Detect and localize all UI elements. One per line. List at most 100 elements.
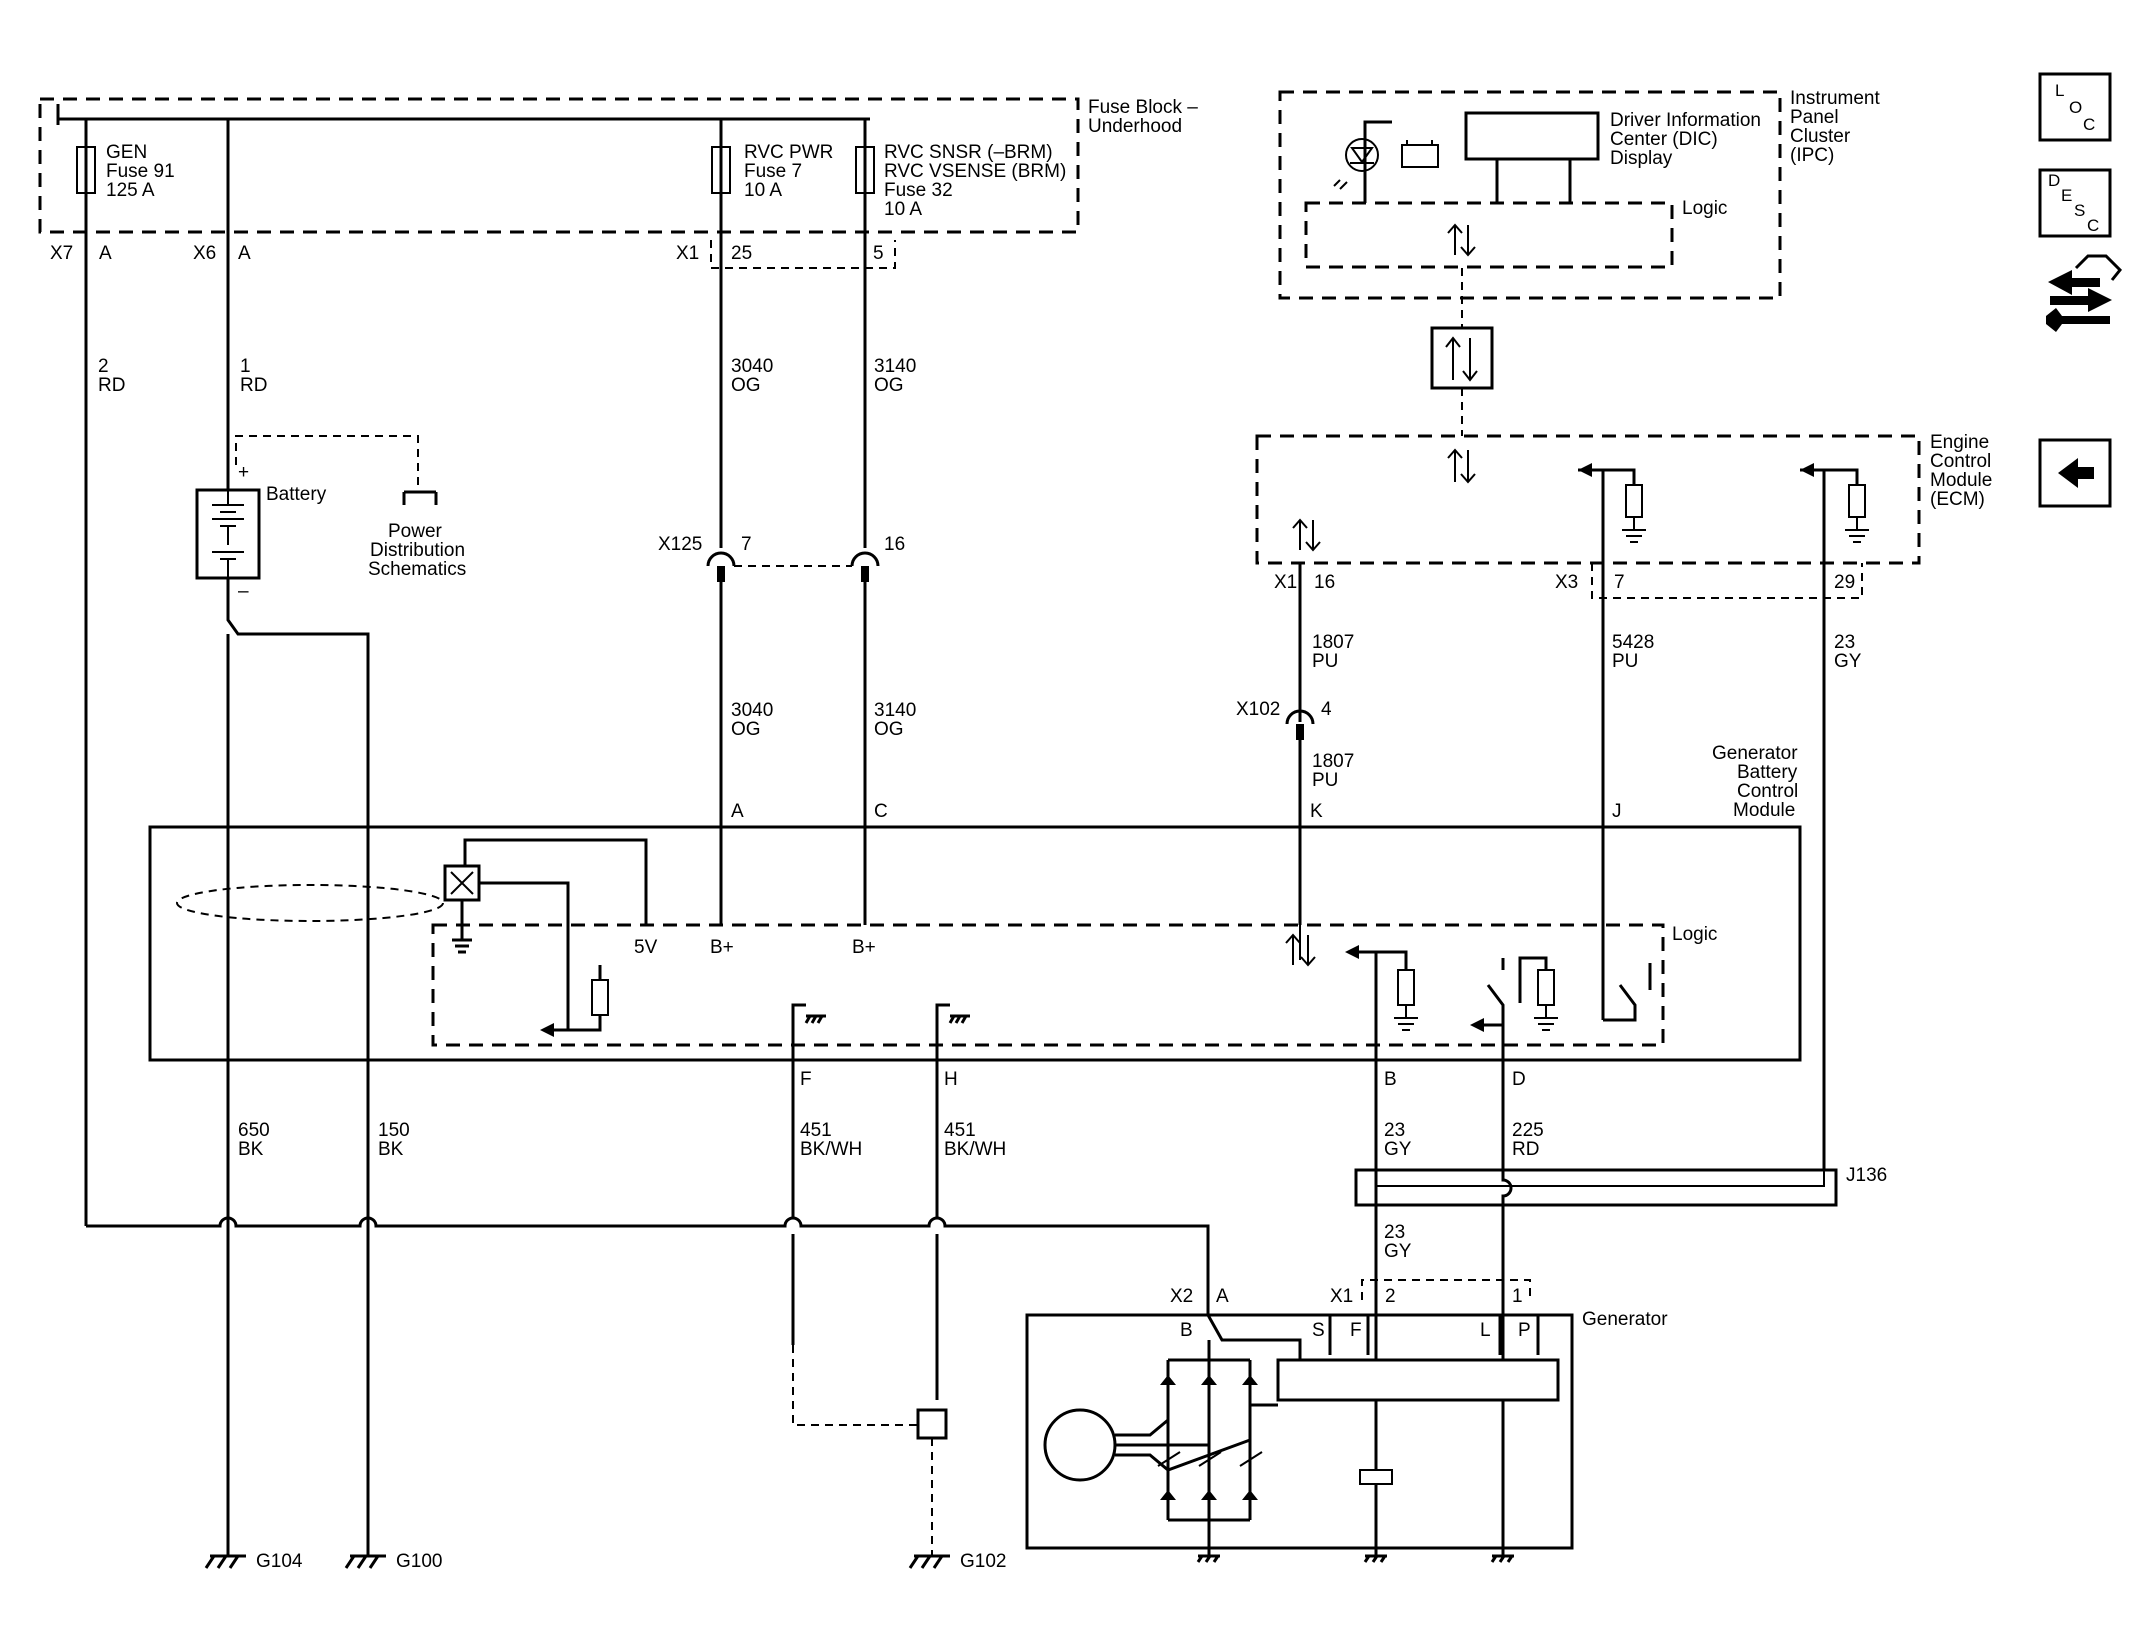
fuse-32-line-4: 10 A — [884, 199, 922, 220]
hand-icon — [2074, 254, 2123, 281]
x125-pin-7: 7 — [741, 534, 752, 555]
current-sensor-loop — [176, 884, 444, 922]
ipc-title-4: (IPC) — [1790, 145, 1834, 166]
wire-5428-color: PU — [1612, 651, 1638, 672]
fuse-32-line-3: Fuse 32 — [884, 180, 953, 201]
wire-451-h-color: BK/WH — [944, 1139, 1006, 1160]
battery-plus: + — [238, 462, 249, 483]
ecm-title-2: Control — [1930, 451, 1991, 472]
wire-451-f-num: 451 — [800, 1120, 832, 1141]
gen-term-l: L — [1480, 1320, 1491, 1341]
dic-label-3: Display — [1610, 148, 1673, 169]
fuse-7-line-2: Fuse 7 — [744, 161, 802, 182]
fuse-block: Fuse Block – Underhood GEN Fuse 91 125 A… — [38, 97, 1198, 269]
connector-view-button[interactable] — [2046, 254, 2123, 332]
field-coil-icon — [1359, 1469, 1393, 1485]
wrench-icon — [2046, 308, 2110, 332]
wire-3040-top-num: 3040 — [731, 356, 773, 377]
g104-label: G104 — [256, 1551, 303, 1572]
x125-pin-16: 16 — [884, 534, 905, 555]
fuse-block-title-1: Fuse Block – — [1088, 97, 1198, 118]
conn-x6-pin: A — [238, 243, 251, 264]
dic-label-1: Driver Information — [1610, 110, 1761, 131]
gen-x2-pin: A — [1216, 1286, 1229, 1307]
ipc-title-1: Instrument — [1790, 88, 1880, 109]
generator: Generator X2 A X1 2 1 B S F L P — [1025, 1286, 1668, 1555]
battery-label: Battery — [266, 484, 327, 505]
gen-term-b: B — [1180, 1320, 1193, 1341]
regulator-block — [1276, 1358, 1560, 1402]
ipc-title-2: Panel — [1790, 107, 1839, 128]
gbcm-logic-label: Logic — [1672, 924, 1717, 945]
gbcm-title-4: Module — [1733, 800, 1795, 821]
gbcm-pin-k: K — [1310, 801, 1323, 822]
ipc-title-3: Cluster — [1790, 126, 1851, 147]
wire-451-f-color: BK/WH — [800, 1139, 862, 1160]
gbcm-title-2: Battery — [1737, 762, 1798, 783]
fuse-block-title-2: Underhood — [1088, 116, 1182, 137]
swap-arrows-icon — [2048, 270, 2100, 295]
gbcm-pin-f: F — [800, 1069, 812, 1090]
wire-3040-top-color: OG — [731, 375, 761, 396]
loc-c: C — [2083, 115, 2095, 134]
gen-x2: X2 — [1170, 1286, 1193, 1307]
location-button[interactable]: L O C — [2038, 72, 2112, 142]
conn-x1-pin-5: 5 — [873, 243, 884, 264]
j136-splice — [1354, 1168, 1838, 1207]
instrument-panel-cluster: Instrument Panel Cluster (IPC) Driver In… — [1278, 88, 1880, 300]
conn-x6: X6 — [193, 243, 216, 264]
gen-x1: X1 — [1330, 1286, 1353, 1307]
indicator-lamp-icon — [1345, 138, 1379, 172]
wire-23-low-num: 23 — [1384, 1222, 1405, 1243]
label-bplus-1: B+ — [710, 937, 734, 958]
label-bplus-2: B+ — [852, 937, 876, 958]
loc-o: O — [2069, 98, 2082, 117]
back-arrow-icon — [2058, 458, 2094, 488]
ground-g102: G102 — [908, 1551, 1006, 1572]
desc-e: E — [2061, 186, 2072, 205]
desc-s: S — [2074, 201, 2085, 220]
wire-3140-top-color: OG — [874, 375, 904, 396]
wire-225-num: 225 — [1512, 1120, 1544, 1141]
gbcm-pin-d: D — [1512, 1069, 1526, 1090]
gbcm-title-3: Control — [1737, 781, 1798, 802]
ground-g104: G104 — [204, 1551, 303, 1572]
ground-bolt-icon — [916, 1408, 948, 1440]
ecm-title-1: Engine — [1930, 432, 1989, 453]
wire-451-h-num: 451 — [944, 1120, 976, 1141]
wire-1807-top-color: PU — [1312, 651, 1338, 672]
wire-1807-bot-color: PU — [1312, 770, 1338, 791]
wire-3040-bot-color: OG — [731, 719, 761, 740]
wire-23-mid-color: GY — [1384, 1139, 1412, 1160]
gen-term-p: P — [1518, 1320, 1531, 1341]
back-button[interactable] — [2038, 438, 2112, 508]
ecm-x3: X3 — [1555, 572, 1578, 593]
power-dist-2: Distribution — [370, 540, 465, 561]
x102-pin: 4 — [1321, 699, 1332, 720]
wire-1-color: RD — [240, 375, 267, 396]
wire-1-num: 1 — [240, 356, 251, 377]
wire-5428-num: 5428 — [1612, 632, 1654, 653]
wire-1807-bot-num: 1807 — [1312, 751, 1354, 772]
ecm-x3-pin-7: 7 — [1614, 572, 1625, 593]
x125-label: X125 — [658, 534, 702, 555]
ecm-title-4: (ECM) — [1930, 489, 1985, 510]
engine-control-module: Engine Control Module (ECM) X1 16 X3 7 2… — [1255, 432, 1992, 600]
wire-3140-top-num: 3140 — [874, 356, 916, 377]
conn-x1: X1 — [676, 243, 699, 264]
description-button[interactable]: D E S C — [2038, 168, 2112, 238]
ecm-title-3: Module — [1930, 470, 1992, 491]
ecm-x3-pin-29: 29 — [1834, 572, 1855, 593]
wire-3140-bot-color: OG — [874, 719, 904, 740]
label-5v: 5V — [634, 937, 658, 958]
fuse-7-line-1: RVC PWR — [744, 142, 833, 163]
fuse-91-line-3: 125 A — [106, 180, 155, 201]
data-arrows-icon — [1447, 223, 1476, 257]
gbcm-title-1: Generator — [1712, 743, 1798, 764]
gbcm-pin-a: A — [731, 801, 744, 822]
fuse-91-line-1: GEN — [106, 142, 147, 163]
generator-battery-control-module: Generator Battery Control Module A C K J… — [148, 743, 1802, 1090]
ipc-logic-label: Logic — [1682, 198, 1727, 219]
conn-x7: X7 — [50, 243, 73, 264]
